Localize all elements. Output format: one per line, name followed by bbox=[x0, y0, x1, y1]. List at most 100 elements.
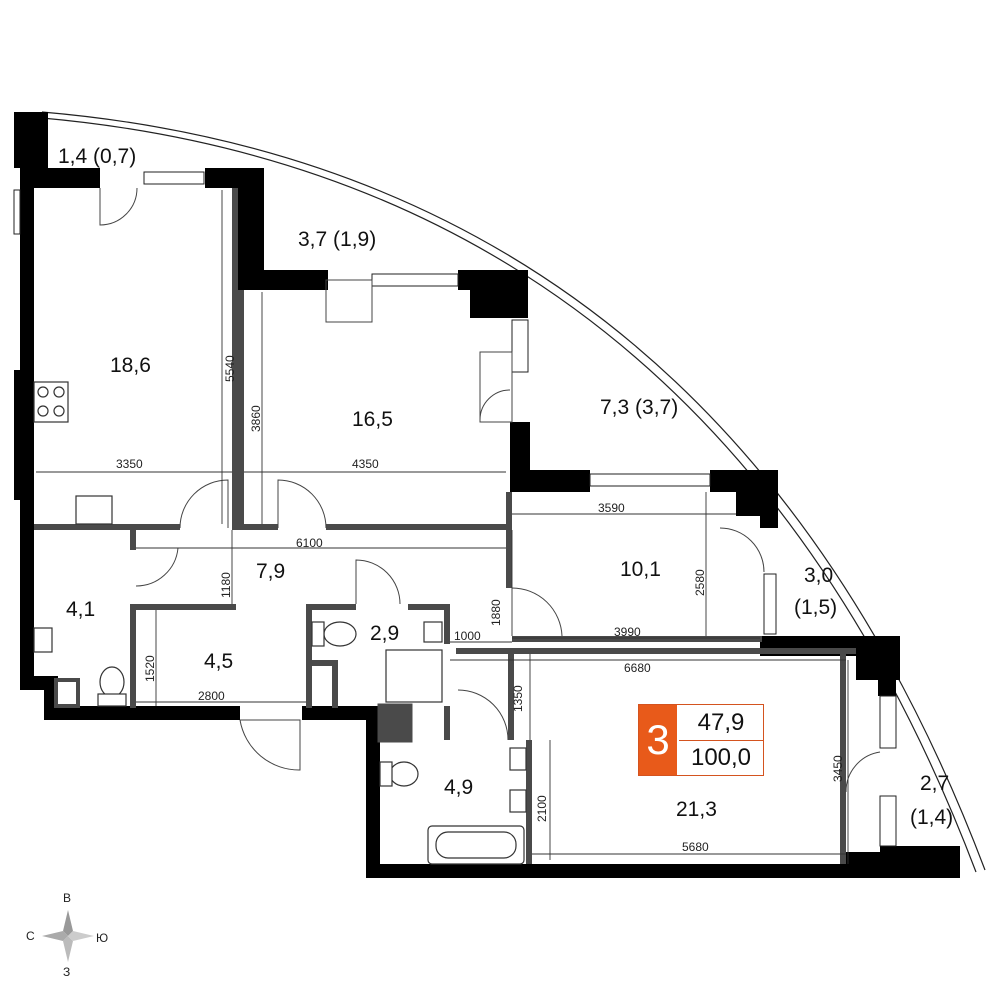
dimension-labels: 5540 3350 3860 4350 6100 1180 1880 3590 … bbox=[116, 355, 845, 854]
door-wc bbox=[355, 559, 401, 605]
wall-top-2 bbox=[238, 270, 328, 290]
room-label-room-1: 16,5 bbox=[352, 408, 393, 431]
sink-bath-2-icon bbox=[509, 789, 527, 813]
wall-top-left bbox=[20, 168, 100, 188]
shaft-icon bbox=[54, 678, 80, 708]
dim-1520: 1520 bbox=[143, 655, 157, 682]
stove-burner-icon bbox=[37, 405, 49, 417]
door-balcony-mid bbox=[719, 527, 765, 573]
doors bbox=[99, 187, 881, 793]
door-balcony-top-left bbox=[99, 187, 138, 226]
total-area-value: 100,0 bbox=[690, 744, 752, 771]
dim-3860: 3860 bbox=[249, 405, 263, 432]
dim-6680: 6680 bbox=[624, 661, 651, 675]
iwall-hall-right bbox=[506, 530, 512, 588]
iwall-bath-top bbox=[444, 706, 450, 740]
compass-arrow-icon bbox=[63, 936, 73, 962]
shower-icon bbox=[385, 649, 443, 703]
iwall-room1-bottom bbox=[326, 524, 512, 530]
toilet-tank-icon bbox=[97, 693, 127, 707]
iwall-bath-right-top bbox=[508, 654, 514, 740]
door-balcony-low bbox=[845, 751, 881, 793]
window-room3-lower bbox=[879, 795, 897, 847]
door-room2 bbox=[511, 587, 563, 637]
iwall-wc-shaft-2 bbox=[332, 660, 338, 708]
dim-3350: 3350 bbox=[116, 457, 143, 471]
room-label-wc: 2,9 bbox=[370, 622, 399, 645]
wall-bottom-left bbox=[44, 706, 240, 720]
walls bbox=[14, 112, 960, 878]
wall-room2-corner bbox=[736, 470, 778, 516]
wall-bottom bbox=[366, 864, 846, 878]
rooms-count-badge: 3 bbox=[639, 705, 677, 775]
wall-room2-corner-2 bbox=[760, 510, 778, 528]
windows bbox=[13, 171, 897, 847]
dim-2800: 2800 bbox=[198, 689, 225, 703]
toilet-wc-icon bbox=[323, 621, 357, 647]
dimension-lines bbox=[36, 190, 849, 864]
iwall-room1-right bbox=[506, 492, 512, 530]
room-label-bathroom: 4,9 bbox=[444, 776, 473, 799]
dim-4350: 4350 bbox=[352, 457, 379, 471]
window-room3-upper bbox=[879, 695, 897, 749]
compass-north: С bbox=[26, 929, 35, 943]
iwall-room3-top bbox=[456, 648, 856, 654]
iwall-room2-bottom bbox=[512, 636, 762, 642]
dim-6100: 6100 bbox=[296, 536, 323, 550]
fixtures bbox=[33, 381, 527, 865]
dim-3450: 3450 bbox=[831, 755, 845, 782]
room-label-room-3: 21,3 bbox=[676, 798, 717, 821]
wall-bottom-mid bbox=[302, 706, 382, 720]
iwall-entrance-top bbox=[136, 604, 236, 610]
door-room1 bbox=[277, 479, 327, 529]
dim-1350: 1350 bbox=[511, 685, 525, 712]
iwall-wc-right bbox=[444, 604, 450, 644]
stove-burner-icon bbox=[53, 405, 65, 417]
toilet-entrance-icon bbox=[99, 666, 125, 698]
sink-wc-icon bbox=[423, 621, 443, 643]
iwall-bath-right bbox=[526, 740, 532, 864]
interior-walls bbox=[34, 188, 856, 864]
living-area-value: 47,9 bbox=[679, 705, 763, 741]
door-kitchen bbox=[179, 479, 229, 529]
dim-5540: 5540 bbox=[223, 355, 237, 382]
iwall-kitchen-bottom bbox=[34, 524, 180, 530]
wall-room3-corner bbox=[856, 636, 900, 680]
iwall-storage-top bbox=[130, 530, 136, 550]
door-entrance bbox=[239, 719, 301, 771]
wall-room3-bottom-corner bbox=[880, 846, 960, 870]
room-label-balcony-top-left: 1,4 (0,7) bbox=[58, 145, 136, 168]
toilet-wc-tank-icon bbox=[311, 621, 325, 647]
dim-5680: 5680 bbox=[682, 840, 709, 854]
iwall-kitchen-bottom-2 bbox=[232, 524, 278, 530]
wall-corner-block bbox=[470, 270, 528, 318]
room-label-balcony-right-low: 2,7 bbox=[920, 772, 949, 795]
wall-room3-corner-2 bbox=[878, 676, 896, 696]
toilet-bath-icon bbox=[389, 761, 419, 787]
iwall-wc-left bbox=[306, 604, 312, 708]
window-room2 bbox=[589, 473, 711, 487]
room-label-kitchen: 18,6 bbox=[110, 354, 151, 377]
compass-arrow-icon bbox=[68, 931, 94, 941]
stove-burner-icon bbox=[37, 386, 49, 398]
iwall-bath-shaft bbox=[377, 703, 413, 743]
compass-east: В bbox=[63, 891, 71, 905]
door-balcony-top bbox=[325, 279, 373, 323]
room-label-entrance: 4,5 bbox=[204, 650, 233, 673]
wall-corner-top-left bbox=[14, 112, 48, 168]
door-storage bbox=[135, 547, 179, 587]
door-balcony-right bbox=[479, 389, 511, 421]
window-left-top bbox=[13, 189, 21, 235]
sink-storage-icon bbox=[33, 627, 53, 653]
dim-1000: 1000 bbox=[454, 629, 481, 643]
door-balcony-right-frame bbox=[479, 351, 513, 423]
dim-1880: 1880 bbox=[489, 599, 503, 626]
compass-south: Ю bbox=[96, 931, 108, 945]
compass: В С Ю З bbox=[26, 891, 108, 979]
wall-bath-left bbox=[366, 706, 380, 878]
compass-arrow-icon bbox=[42, 931, 68, 941]
wall-left-kitchen bbox=[14, 370, 34, 500]
iwall-room1-left bbox=[238, 290, 244, 530]
iwall-wc-shaft bbox=[312, 660, 338, 666]
